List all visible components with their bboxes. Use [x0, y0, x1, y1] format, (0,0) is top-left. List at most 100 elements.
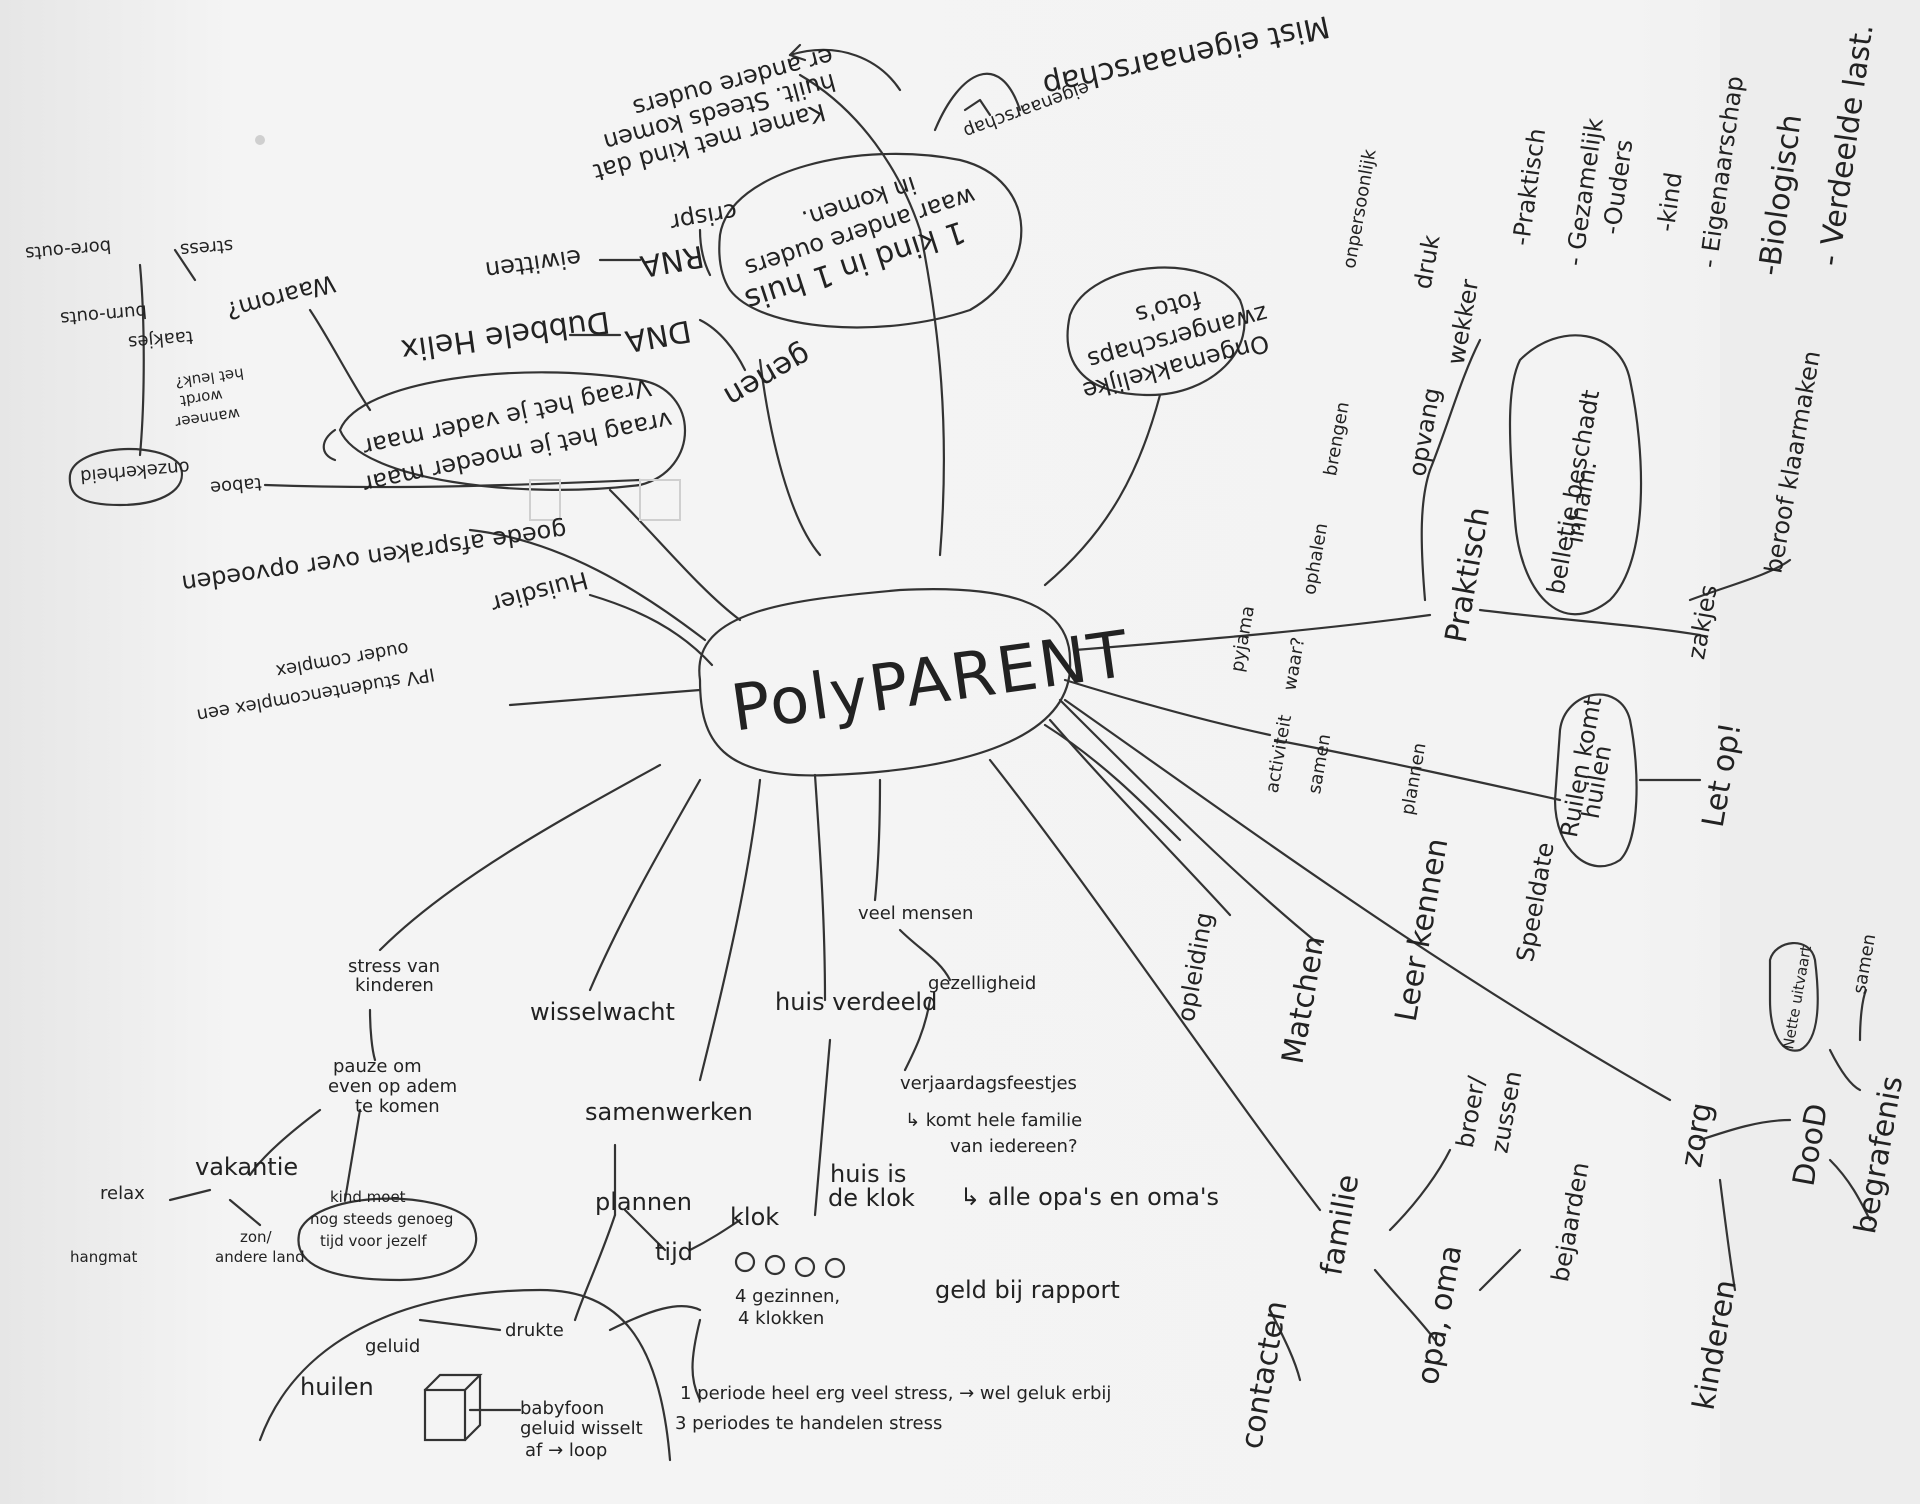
line-wekker — [1428, 338, 1482, 472]
line-genen — [758, 358, 822, 557]
label-huis-verdeeld: huis verdeeld — [775, 988, 938, 1016]
arrow-eigenaarschap — [963, 98, 992, 117]
label-huilen: huilen — [300, 1373, 374, 1401]
line-geluid — [418, 1318, 502, 1332]
line-huisdier — [588, 593, 714, 667]
label-plannen-bottom: plannen — [595, 1188, 693, 1216]
label-samenwerken: samenwerken — [585, 1098, 753, 1126]
line-kindmeer — [343, 1108, 362, 1202]
label-stress-kinderen-line2: kinderen — [355, 975, 434, 996]
line-zon — [228, 1198, 262, 1227]
line-familie2 — [1388, 1148, 1452, 1232]
line-verj — [903, 998, 932, 1072]
line-opleiding — [1048, 718, 1232, 917]
line-periode — [691, 1318, 702, 1402]
label-vakantie: vakantie — [195, 1153, 299, 1181]
line-ruilen — [1273, 738, 1562, 802]
line-nette — [1828, 1048, 1862, 1092]
label-pauze-line1: pauze om — [333, 1056, 422, 1077]
line-wisselwacht — [588, 778, 702, 992]
line-genen2 — [698, 318, 747, 372]
line-activiteit — [1063, 678, 1272, 737]
bubble-kindhuis — [718, 152, 1023, 329]
label-taakjes: taakjes — [127, 326, 194, 353]
line-praktisch2 — [1478, 608, 1702, 637]
label-babyfoon-line2: geluid wisselt — [520, 1418, 643, 1439]
line-samen-plannen — [573, 1213, 617, 1322]
line-crispr — [698, 228, 712, 277]
babyfoon-top — [423, 1373, 483, 1442]
clock-1 — [734, 1251, 756, 1273]
center-ellipse — [698, 588, 1072, 777]
label-wisselwacht: wisselwacht — [530, 998, 675, 1026]
line-samenwerken — [698, 778, 762, 1082]
arrow-kamer — [788, 43, 807, 62]
clock-2 — [764, 1254, 786, 1276]
bubble-onzekerheid — [68, 447, 183, 507]
label-taboe: taboe — [209, 472, 263, 499]
label-tijd: tijd — [655, 1238, 693, 1266]
line-kamer2 — [788, 48, 902, 92]
line-vakantie — [248, 1108, 322, 1177]
label-gezinnen-line2: 4 klokken — [738, 1308, 825, 1329]
label-verjaardag: verjaardagsfeestjes — [900, 1073, 1077, 1094]
line-tijd — [623, 1208, 667, 1252]
line-veelmensen — [873, 778, 882, 902]
line-goede — [468, 528, 707, 642]
label-gezelligheid: gezelligheid — [928, 973, 1037, 994]
bubble-vraag — [338, 371, 686, 491]
line-ondergeschikt — [1043, 723, 1182, 842]
label-kind-meer-line3: tijd voor jezelf — [320, 1232, 427, 1250]
label-klok: klok — [730, 1203, 780, 1231]
line-opa — [1478, 1248, 1522, 1292]
label-stress: stress — [179, 234, 235, 261]
line-eigen — [933, 72, 1022, 132]
line-opvang — [1420, 468, 1432, 602]
label-babyfoon-line1: babyfoon — [520, 1398, 605, 1419]
line-gezellig — [898, 928, 952, 982]
line-begraf — [1828, 1158, 1872, 1222]
line-kinderen — [1718, 1178, 1737, 1292]
line-huisverdeeld — [813, 773, 827, 1002]
label-geld-rapport: geld bij rapport — [935, 1276, 1120, 1304]
label-babyfoon-line3: af → loop — [525, 1440, 608, 1461]
line-stress-kinderen — [378, 763, 662, 952]
line-waarom — [308, 308, 372, 412]
arrow-vraag — [322, 428, 337, 462]
label-relax: relax — [100, 1183, 145, 1204]
bubble-nette — [1768, 942, 1819, 1052]
line-stress — [173, 248, 197, 282]
bubble-ongemak — [1066, 266, 1246, 397]
clock-4 — [824, 1257, 846, 1279]
line-klok — [688, 1218, 742, 1252]
paper-fold — [1720, 0, 1920, 1504]
ghost-stroke-1 — [529, 479, 561, 521]
bubble-kindmeer — [297, 1197, 478, 1282]
label-pauze-line2: even op adem — [328, 1076, 458, 1097]
line-relax — [168, 1188, 212, 1202]
line-zorg — [1063, 698, 1672, 1102]
label-zon-line1: zon/ — [240, 1228, 272, 1246]
label-huis-is-line2: de klok — [828, 1184, 915, 1212]
ghost-dot-1 — [255, 135, 265, 145]
line-zakjes — [1688, 558, 1792, 602]
label-stress-kinderen-line1: stress van — [348, 956, 441, 977]
line-familie — [988, 758, 1322, 1212]
label-drukte: drukte — [505, 1320, 564, 1341]
line-ipv — [508, 688, 702, 707]
label-pauze-line3: te komen — [355, 1096, 440, 1117]
line-bottom-dome — [258, 1288, 672, 1462]
label-veel-mensen: veel mensen — [858, 903, 974, 924]
label-periode-line2: 3 periodes te handelen stress — [675, 1413, 943, 1434]
label-gezinnen-line1: 4 gezinnen, — [735, 1286, 841, 1307]
label-komt-hele-line1: ↳ komt hele familie — [905, 1110, 1083, 1131]
bubble-ruilen — [1553, 693, 1638, 868]
label-komt-hele-line2: van iedereen? — [950, 1136, 1078, 1157]
line-samen — [1858, 988, 1868, 1042]
label-geluid: geluid — [365, 1336, 421, 1357]
line-praktisch — [1073, 613, 1432, 652]
babyfoon-sketch — [423, 1388, 467, 1442]
line-huisis — [813, 1038, 832, 1217]
